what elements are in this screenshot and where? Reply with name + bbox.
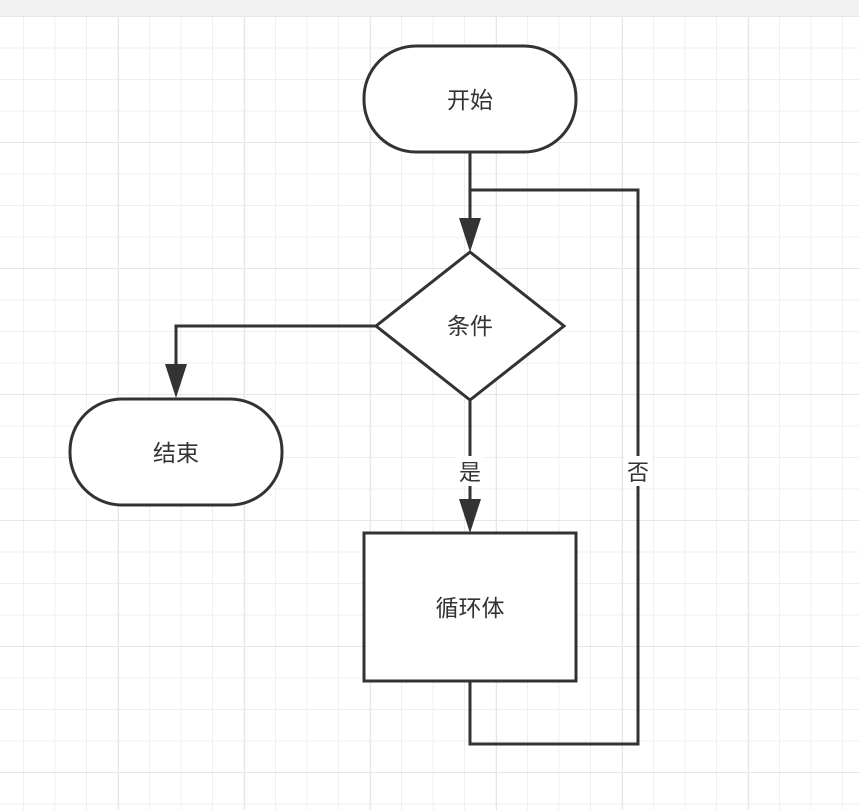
- decision-shape: [373, 250, 567, 402]
- process-shape: [362, 531, 578, 683]
- node-condition[interactable]: 条件: [373, 250, 567, 402]
- node-label: 条件: [447, 314, 493, 340]
- edge-condition-to-body[interactable]: 是: [456, 400, 484, 533]
- top-toolbar-strip: [0, 0, 859, 16]
- terminator-shape: [362, 44, 578, 154]
- terminator-shape: [68, 397, 284, 507]
- arrowhead-icon: [459, 499, 481, 533]
- edge-label-no: 否: [627, 461, 649, 486]
- node-loop-body[interactable]: 循环体: [362, 531, 578, 683]
- arrowhead-icon: [459, 218, 481, 252]
- edge-condition-to-end[interactable]: [165, 324, 376, 398]
- node-label: 开始: [447, 88, 493, 114]
- node-label: 结束: [153, 441, 199, 467]
- edge-line: [174, 324, 376, 368]
- edge-label-yes: 是: [459, 461, 481, 486]
- node-label: 循环体: [436, 596, 505, 622]
- edge-label-bg: [456, 456, 484, 486]
- arrowhead-icon: [165, 364, 187, 398]
- edge-label-bg: [624, 456, 652, 486]
- node-start[interactable]: 开始: [362, 44, 578, 154]
- node-end[interactable]: 结束: [68, 397, 284, 507]
- edge-line: [468, 188, 640, 746]
- edge-body-to-condition[interactable]: 否: [468, 188, 652, 746]
- edge-start-to-condition[interactable]: [459, 152, 481, 252]
